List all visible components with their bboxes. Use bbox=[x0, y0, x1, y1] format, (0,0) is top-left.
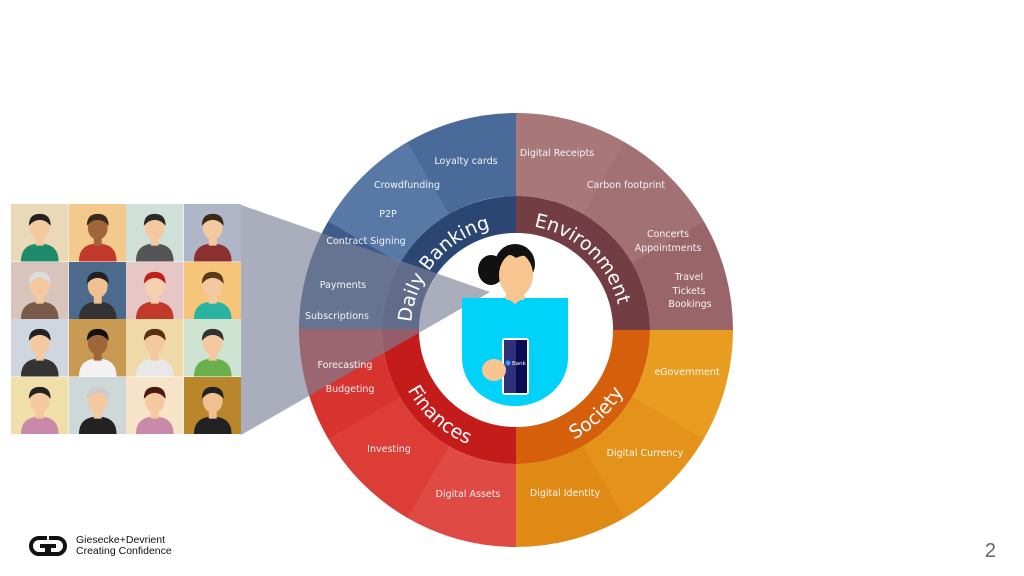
person-head bbox=[499, 253, 533, 297]
label-egovernment: eGovernment bbox=[654, 367, 719, 378]
avatar bbox=[183, 204, 241, 262]
avatar bbox=[126, 261, 184, 319]
label-travel: Travel bbox=[674, 272, 703, 283]
avatar bbox=[11, 261, 69, 319]
customer-figure: Bank bbox=[462, 244, 568, 406]
label-budgeting: Budgeting bbox=[326, 384, 375, 395]
label-payments: Payments bbox=[320, 280, 367, 291]
segment-daily-banking-2 bbox=[328, 141, 450, 263]
logo-company-name: Giesecke+Devrient bbox=[76, 534, 165, 546]
avatar bbox=[11, 204, 69, 262]
segment-society-3 bbox=[514, 446, 625, 547]
segment-environment-2 bbox=[583, 142, 705, 264]
avatar bbox=[68, 261, 126, 319]
gd-logo-icon bbox=[29, 536, 67, 556]
segment-finances-2 bbox=[327, 396, 449, 518]
avatar bbox=[126, 376, 184, 434]
segment-environment-3 bbox=[632, 221, 733, 332]
label-carbon-footprint: Carbon footprint bbox=[587, 180, 666, 191]
zoom-projection-overlay bbox=[241, 205, 490, 435]
segment-labels: Loyalty cards Crowdfunding P2P Contract … bbox=[305, 148, 720, 500]
ring-finances bbox=[381, 329, 516, 464]
label-digital-currency: Digital Currency bbox=[607, 448, 684, 459]
avatar bbox=[68, 204, 126, 262]
segment-society-2 bbox=[582, 397, 704, 519]
label-tickets: Tickets bbox=[671, 286, 705, 297]
label-digital-identity: Digital Identity bbox=[530, 488, 601, 499]
label-appointments: Appointments bbox=[635, 243, 702, 254]
avatar bbox=[183, 261, 241, 319]
label-bookings: Bookings bbox=[668, 299, 711, 310]
company-logo: Giesecke+Devrient Creating Confidence bbox=[28, 535, 172, 557]
label-crowdfunding: Crowdfunding bbox=[374, 180, 440, 191]
label-forecasting: Forecasting bbox=[318, 360, 373, 371]
label-investing: Investing bbox=[367, 444, 411, 455]
label-loyalty-cards: Loyalty cards bbox=[434, 156, 497, 167]
phone-bank-label: Bank bbox=[512, 361, 527, 367]
label-digital-receipts: Digital Receipts bbox=[520, 148, 594, 159]
avatar bbox=[126, 319, 184, 377]
ring-society bbox=[515, 330, 650, 464]
segment-daily-banking-3 bbox=[407, 113, 518, 214]
logo-tagline: Creating Confidence bbox=[76, 545, 172, 557]
ring-environment bbox=[516, 196, 651, 331]
customer-avatar-grid bbox=[11, 204, 241, 434]
label-p2p: P2P bbox=[379, 209, 397, 220]
avatar bbox=[183, 319, 241, 377]
avatar bbox=[183, 376, 241, 434]
page-number: 2 bbox=[984, 540, 996, 562]
avatar bbox=[68, 319, 126, 377]
label-subscriptions: Subscriptions bbox=[305, 311, 369, 322]
avatar bbox=[11, 376, 69, 434]
avatar bbox=[11, 319, 69, 377]
label-concerts: Concerts bbox=[647, 229, 689, 240]
label-digital-assets: Digital Assets bbox=[436, 489, 501, 500]
avatar bbox=[68, 376, 126, 434]
person-hand bbox=[482, 359, 506, 381]
avatar bbox=[126, 204, 184, 262]
label-contract-signing: Contract Signing bbox=[326, 236, 405, 247]
